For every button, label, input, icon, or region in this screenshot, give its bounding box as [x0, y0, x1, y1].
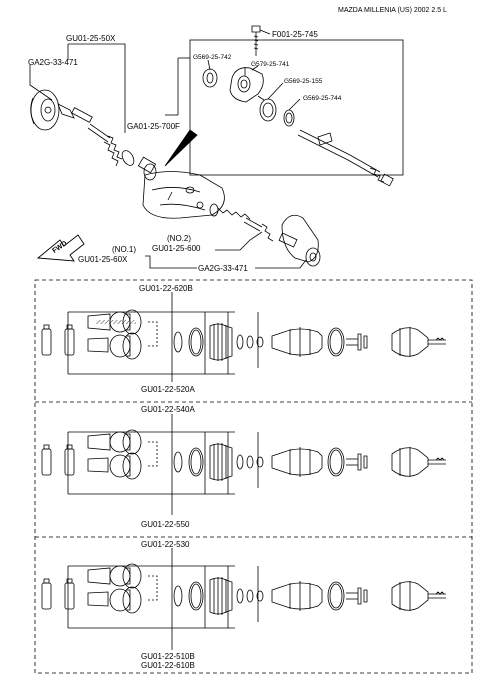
label-g569-25-155: G569-25-155 [284, 78, 323, 85]
bearing-support-parts [202, 25, 394, 187]
label-ga2g-33-471-bottom: GA2G-33-471 [198, 264, 248, 273]
label-no1: (NO.1) [112, 245, 136, 254]
label-g569-25-742: G569-25-742 [193, 54, 232, 61]
kit-row-1 [41, 292, 447, 382]
label-f001-25-745: F001-25-745 [272, 30, 318, 39]
label-g569-25-744: G569-25-744 [303, 95, 342, 102]
label-no2: (NO.2) [167, 234, 191, 243]
section-2-bottom-label: GU01-22-550 [141, 520, 190, 529]
label-gu01-25-60x: GU01-25-60X [78, 255, 128, 264]
left-knuckle [30, 89, 60, 131]
label-ga2g-33-471-top: GA2G-33-471 [28, 58, 78, 67]
section-3-top-label: GU01-22-530 [141, 540, 190, 549]
section-3-bottom-label: GU01-22-510B [141, 652, 195, 661]
section-1-top-label: GU01-22-620B [139, 284, 193, 293]
upper-assembly [29, 25, 404, 269]
section-3-bottom-label-2: GU01-22-610B [141, 661, 195, 670]
kit-row-3 [41, 548, 447, 650]
left-drive-shaft [57, 103, 157, 181]
right-drive-shaft [209, 203, 298, 248]
page-title: MAZDA MILLENIA (US) 2002 2.5 L [338, 7, 447, 14]
label-gu01-25-50x: GU01-25-50X [66, 34, 116, 43]
transaxle-outline [142, 171, 225, 219]
kit-row-2 [41, 414, 447, 515]
label-gu01-25-600: GU01-25-600 [152, 244, 201, 253]
label-ga01-25-700f: GA01-25-700F [127, 122, 180, 131]
kit-options-frame [34, 279, 473, 674]
section-2-top-label: GU01-22-540A [141, 405, 195, 414]
label-g579-25-741: G579-25-741 [251, 61, 290, 68]
right-knuckle [281, 214, 321, 267]
section-1-bottom-label: GU01-22-520A [141, 385, 195, 394]
fwd-arrow-icon [36, 234, 85, 262]
